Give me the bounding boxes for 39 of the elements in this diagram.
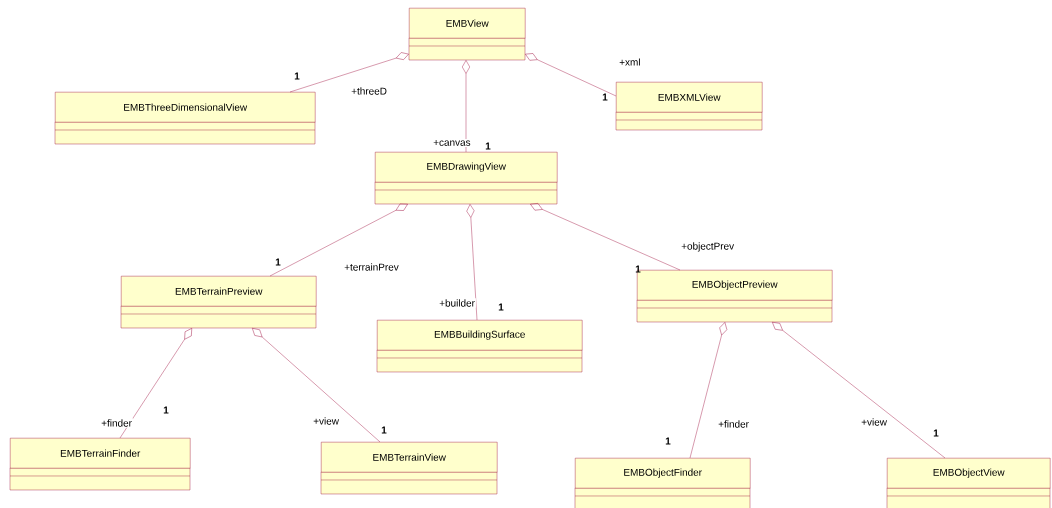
aggregation-line xyxy=(252,328,381,443)
multiplicity-label: 1 xyxy=(635,265,641,273)
role-label: +xml xyxy=(618,57,642,67)
role-label: +terrainPrev xyxy=(343,262,400,272)
aggregation-line xyxy=(525,53,617,97)
multiplicity-label: 1 xyxy=(498,303,504,311)
multiplicity-label: 1 xyxy=(163,406,169,414)
role-label: +finder xyxy=(717,419,750,429)
multiplicity-label: 1 xyxy=(275,258,281,266)
class-box: EMBThreeDimensionalView xyxy=(54,92,316,145)
aggregation-line xyxy=(462,60,470,153)
class-box: EMBDrawingView xyxy=(374,152,558,205)
class-box: EMBXMLView xyxy=(615,82,763,131)
aggregation-line xyxy=(289,52,409,93)
aggregation-line xyxy=(772,322,946,459)
class-box: EMBView xyxy=(408,8,526,61)
aggregation-line xyxy=(530,203,681,271)
role-label: +threeD xyxy=(350,86,388,96)
role-label: +view xyxy=(312,416,340,426)
role-label: +objectPrev xyxy=(680,241,736,253)
class-box: EMBTerrainPreview xyxy=(120,276,317,329)
multiplicity-label: 1 xyxy=(665,437,671,445)
role-label: +view xyxy=(860,417,888,427)
class-box: EMBObjectView xyxy=(886,458,1051,508)
aggregation-line xyxy=(119,328,192,439)
aggregation-line xyxy=(689,322,728,459)
aggregation-line xyxy=(269,203,408,277)
class-box: EMBTerrainFinder xyxy=(9,438,191,491)
class-box: EMBObjectFinder xyxy=(574,458,751,508)
role-label: +canvas xyxy=(432,139,472,147)
multiplicity-label: 1 xyxy=(294,72,300,80)
multiplicity-label: 1 xyxy=(602,93,608,101)
multiplicity-label: 1 xyxy=(933,429,939,437)
multiplicity-label: 1 xyxy=(381,426,387,434)
role-label: +builder xyxy=(438,298,476,308)
class-box: EMBTerrainView xyxy=(320,442,498,495)
aggregation-line xyxy=(466,204,478,321)
class-box: EMBBuildingSurface xyxy=(376,320,583,373)
role-label: +finder xyxy=(100,418,133,428)
